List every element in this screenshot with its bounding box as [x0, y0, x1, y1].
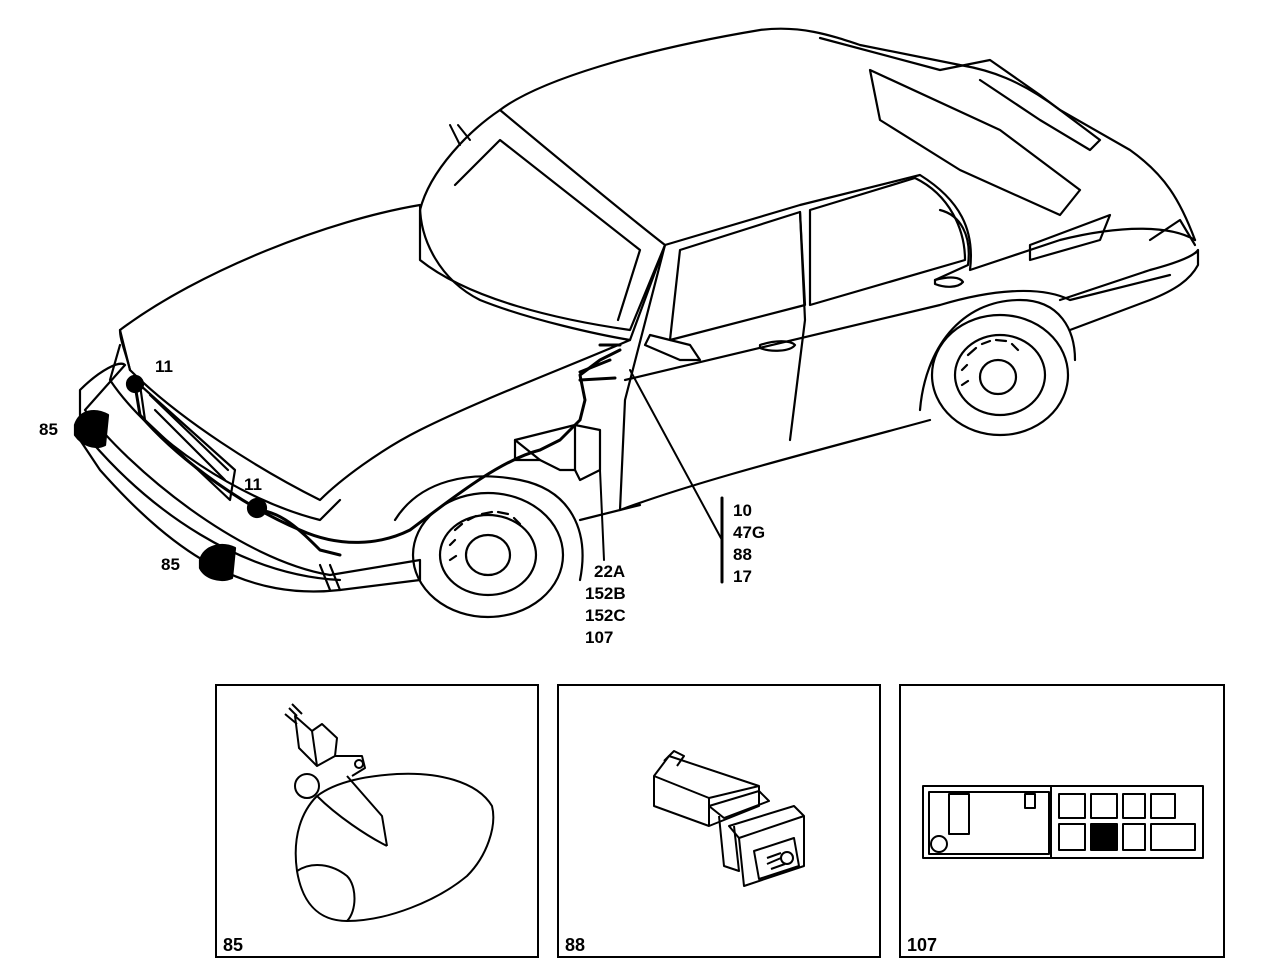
- leader-line: [629, 369, 723, 541]
- callout-152b: 152B: [585, 584, 626, 603]
- front-grille: [138, 383, 237, 502]
- detail-panel-fuse-box: 107: [899, 684, 1225, 958]
- callout-group-center: 22A 152B 152C 107: [585, 561, 626, 649]
- panel-label-107: 107: [907, 935, 938, 955]
- fog-lamp-left: [73, 410, 110, 449]
- panel-label-88: 88: [565, 935, 586, 955]
- callout-88: 88: [733, 545, 752, 564]
- body-side: [628, 173, 1197, 342]
- callout-107: 107: [585, 628, 614, 647]
- callout-85-right: 85: [161, 555, 180, 574]
- fog-lamp-detail: [284, 703, 495, 922]
- callout-group-right: 10 47G 88 17: [733, 500, 765, 588]
- callout-22a: 22A: [594, 562, 626, 581]
- switch-detail: [653, 750, 805, 887]
- panel-label-85: 85: [223, 935, 244, 955]
- front-door-window: [668, 210, 807, 342]
- relay-box: [513, 423, 602, 482]
- hood: [118, 203, 632, 502]
- callout-47g: 47G: [733, 523, 766, 542]
- side-mirror: [643, 333, 702, 362]
- detail-panel-switch: 88: [557, 684, 881, 958]
- windshield: [418, 108, 667, 332]
- wiring-harness: [133, 348, 622, 544]
- front-bumper: [78, 362, 422, 593]
- detail-panel-fog-lamp: 85: [215, 684, 539, 958]
- callout-85-left: 85: [39, 420, 58, 439]
- front-wheel: [411, 491, 565, 619]
- callout-11-left: 11: [155, 357, 173, 376]
- front-fascia: [108, 343, 342, 522]
- rear-bumper: [1058, 248, 1200, 332]
- headlamp-bulb-left: [125, 374, 145, 394]
- door-line: [788, 210, 807, 442]
- rear-wheel: [930, 313, 1070, 437]
- door-handle: [758, 340, 797, 352]
- fuse-box-detail: [922, 785, 1204, 859]
- callout-11-right: 11: [244, 475, 262, 494]
- fog-lamp-right: [198, 544, 237, 582]
- callout-10: 10: [733, 501, 752, 520]
- callout-152c: 152C: [585, 606, 626, 625]
- callout-17: 17: [733, 567, 752, 586]
- rear-spoiler: [818, 36, 1102, 152]
- roof-outline: [498, 27, 1197, 242]
- rear-window: [868, 68, 1082, 217]
- headlamp-bulb-right: [246, 497, 268, 519]
- car-illustration: [73, 27, 1200, 619]
